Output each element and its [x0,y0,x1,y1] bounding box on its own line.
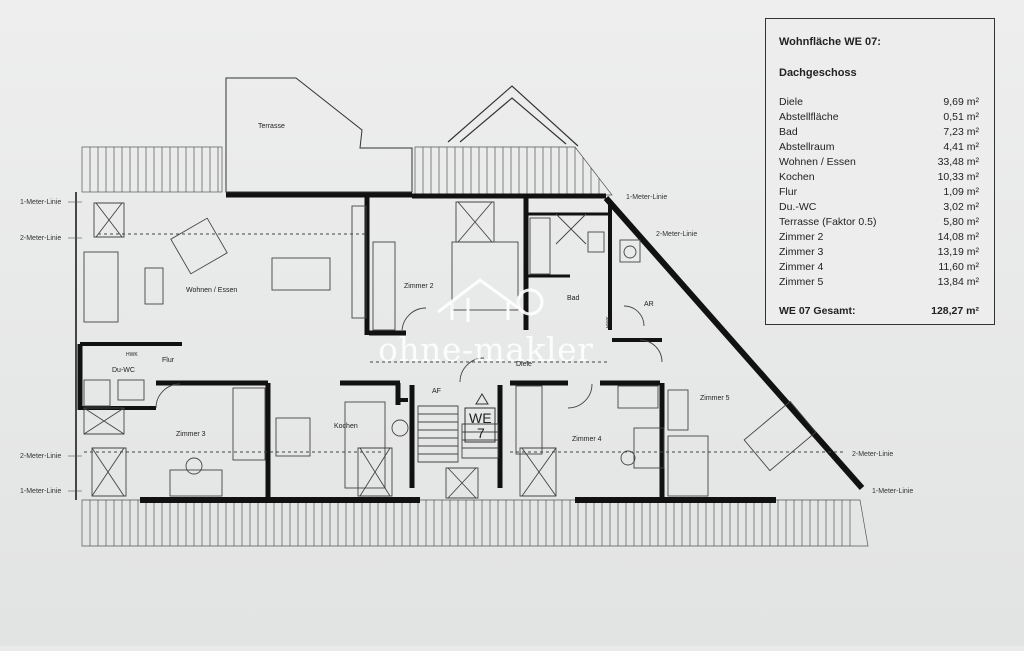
room-label-ar: AR [644,301,654,308]
we-badge-frame [464,407,496,443]
area-row-name: Zimmer 5 [779,276,824,288]
we-badge-number: 7 [477,425,485,441]
area-table-row: Zimmer 4 11,60 m² [779,261,979,275]
area-row-value: 11,60 m² [938,261,979,273]
roof-hatching-bottom [81,499,869,547]
watermark-text: ohne-makler [378,330,594,369]
area-row-value: 7,23 m² [943,126,979,138]
room-label-terrasse: Terrasse [258,123,285,130]
room-label-flur: Flur [162,357,175,364]
marker-1m-left-top: 1-Meter-Linie [20,199,61,206]
area-table-row: Terrasse (Faktor 0.5) 5,80 m² [779,216,979,230]
area-row-name: Diele [779,96,803,108]
area-row-name: Abstellraum [779,141,835,153]
area-table-row: Zimmer 2 14,08 m² [779,231,979,245]
area-row-value: 4,41 m² [943,141,979,153]
area-row-name: Zimmer 3 [779,246,824,258]
area-row-value: 0,51 m² [943,111,979,123]
area-row-name: Terrasse (Faktor 0.5) [779,216,877,228]
area-row-name: Flur [779,186,798,198]
area-table-row: Zimmer 5 13,84 m² [779,276,979,290]
marker-2m-right-top: 2-Meter-Linie [656,231,697,238]
area-row-value: 14,08 m² [937,231,979,243]
room-label-wohnen: Wohnen / Essen [186,287,237,294]
area-row-value: 13,84 m² [937,276,979,288]
area-table-floor: Dachgeschoss [779,67,857,79]
marker-1m-left-bottom: 1-Meter-Linie [20,488,61,495]
terrace-gable-roof [447,85,579,147]
area-table-row: Wohnen / Essen 33,48 m² [779,156,979,170]
hwk-label-right: HWK [606,316,612,328]
area-row-name: Zimmer 2 [779,231,824,243]
room-label-af: AF [432,388,441,395]
area-table-row: Abstellfläche 0,51 m² [779,111,979,125]
area-row-value: 5,80 m² [943,216,979,228]
area-row-name: Bad [779,126,798,138]
room-label-zimmer2: Zimmer 2 [404,283,434,290]
area-total-name: WE 07 Gesamt: [779,305,856,317]
area-table-row: Zimmer 3 13,19 m² [779,246,979,260]
room-label-bad: Bad [567,295,580,302]
area-row-name: Abstellfläche [779,111,839,123]
marker-2m-left-top: 2-Meter-Linie [20,235,61,242]
area-row-value: 3,02 m² [943,201,979,213]
area-table: Wohnfläche WE 07: Dachgeschoss Diele 9,69… [765,18,995,325]
meter-leader-lines [68,201,82,492]
area-table-row: Kochen 10,33 m² [779,171,979,185]
area-row-name: Du.-WC [779,201,817,213]
room-label-diele: Diele [516,361,532,368]
watermark-circle-icon [516,288,544,316]
area-table-title: Wohnfläche WE 07: [779,36,881,48]
area-row-value: 1,09 m² [943,186,979,198]
hwk-label-left: HWK [126,352,138,358]
watermark-house-icon [437,278,525,322]
room-label-duwc: Du-WC [112,367,135,374]
area-table-row: Bad 7,23 m² [779,126,979,140]
furniture [83,201,844,499]
marker-2m-left-bottom: 2-Meter-Linie [20,453,61,460]
marker-2m-right-bottom: 2-Meter-Linie [852,451,893,458]
room-label-zimmer3: Zimmer 3 [176,431,206,438]
we-badge-label: WE [469,410,492,426]
area-row-value: 10,33 m² [937,171,979,183]
area-table-total-row: WE 07 Gesamt: 128,27 m² [779,305,979,319]
area-row-name: Kochen [779,171,815,183]
area-row-value: 9,69 m² [943,96,979,108]
room-label-kochen: Kochen [334,423,358,430]
area-row-name: Zimmer 4 [779,261,824,273]
area-row-value: 13,19 m² [937,246,979,258]
area-row-name: Wohnen / Essen [779,156,856,168]
room-label-zimmer5: Zimmer 5 [700,395,730,402]
marker-1m-right-bottom: 1-Meter-Linie [872,488,913,495]
we-direction-triangle [475,393,489,405]
roof-hatching-top-right [414,146,613,196]
area-table-row: Diele 9,69 m² [779,96,979,110]
area-table-row: Du.-WC 3,02 m² [779,201,979,215]
area-table-row: Abstellraum 4,41 m² [779,141,979,155]
roof-hatching-top-left [81,146,223,193]
room-label-zimmer4: Zimmer 4 [572,436,602,443]
area-table-row: Flur 1,09 m² [779,186,979,200]
terrace-outline [225,77,413,193]
area-row-value: 33,48 m² [937,156,979,168]
area-total-value: 128,27 m² [931,305,979,317]
marker-1m-right-top: 1-Meter-Linie [626,194,667,201]
